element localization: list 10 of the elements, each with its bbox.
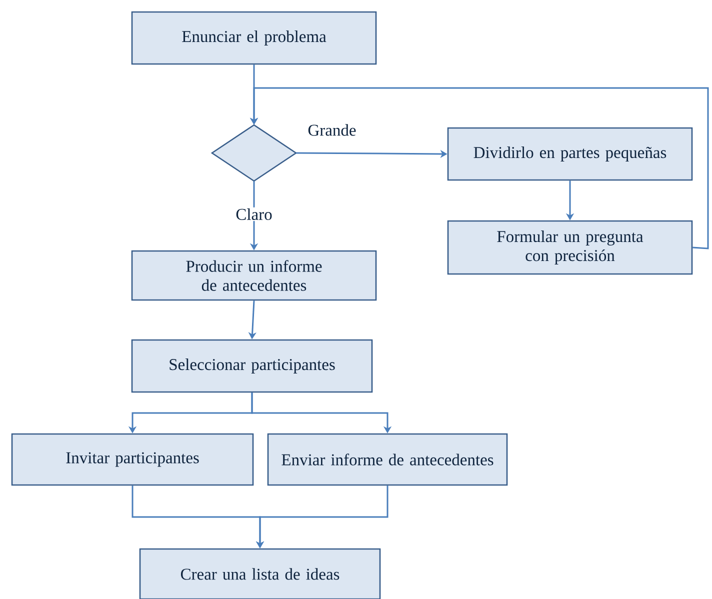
process-box: Crear una lista de ideas xyxy=(139,548,381,599)
process-box: Dividirlo en partes pequeñas xyxy=(447,127,693,181)
process-box: Seleccionar participantes xyxy=(131,339,373,393)
process-box: Formular un pregunta con precisión xyxy=(447,220,693,275)
edge-label: Claro xyxy=(236,208,272,220)
process-box: Producir un informe de antecedentes xyxy=(131,250,377,301)
process-box: Invitar participantes xyxy=(11,433,254,486)
process-box: Enunciar el problema xyxy=(131,11,377,65)
process-box: Enviar informe de antecedentes xyxy=(267,433,508,486)
edge-label: Grande xyxy=(308,124,356,136)
